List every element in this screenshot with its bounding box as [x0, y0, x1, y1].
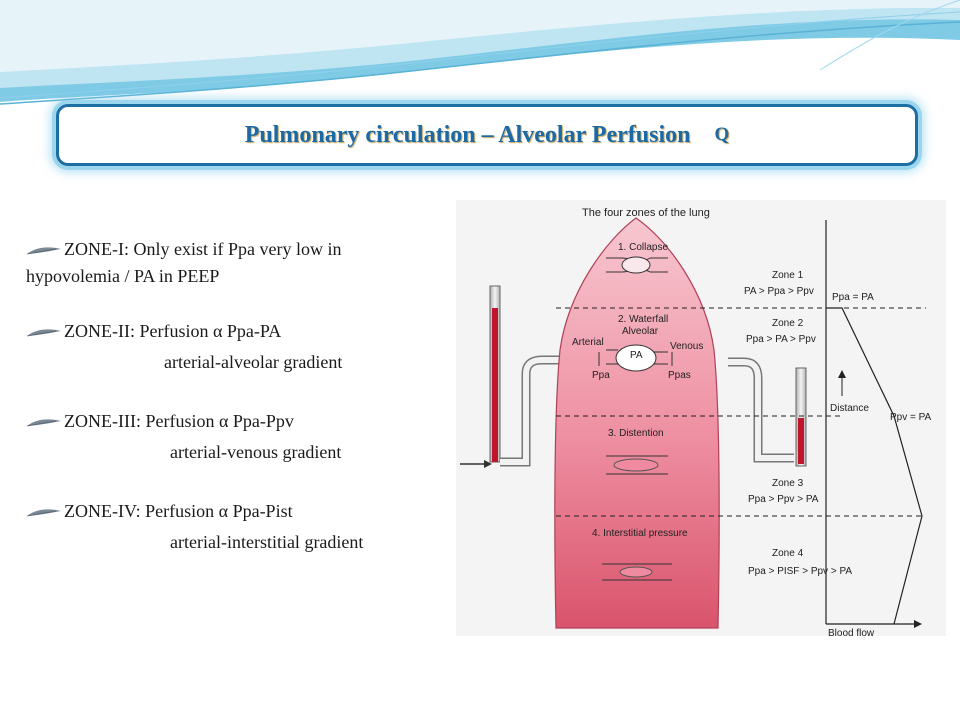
zone-4-item: ZONE-IV: Perfusion α Ppa-Pist	[26, 498, 456, 525]
zone-1-label: Zone 1	[772, 270, 804, 281]
distance-arrow	[838, 370, 846, 396]
zone-2-line1: ZONE-II: Perfusion α Ppa-PA	[64, 321, 282, 341]
collapse-label: 1. Collapse	[618, 242, 668, 253]
zone-3-line1: ZONE-III: Perfusion α Ppa-Ppv	[64, 411, 294, 431]
blood-flow-axis	[825, 220, 922, 628]
zone-1-line2: hypovolemia / PA in PEEP	[26, 266, 220, 286]
zone-1-line1: ZONE-I: Only exist if Ppa very low in	[64, 239, 342, 259]
feather-bullet-icon	[26, 247, 61, 255]
ppv-eq-label: Ppv = PA	[890, 412, 932, 423]
right-manometer	[728, 357, 807, 467]
zone-3-label: Zone 3	[772, 478, 804, 489]
blood-flow-label: Blood flow	[828, 628, 875, 636]
zone-2-label: Zone 2	[772, 318, 804, 329]
diagram-heading: The four zones of the lung	[582, 207, 710, 219]
zone-4-line2: arterial-interstitial gradient	[170, 532, 364, 552]
zone-4-label: Zone 4	[772, 548, 804, 559]
zone-4-line1: ZONE-IV: Perfusion α Ppa-Pist	[64, 501, 293, 521]
vessel-interstitial	[602, 563, 672, 581]
alveolar-label: Alveolar	[622, 326, 659, 337]
zone-2-line2: arterial-alveolar gradient	[164, 352, 343, 372]
zone-3-relation: Ppa > Ppv > PA	[748, 494, 819, 505]
zone-3-line2: arterial-venous gradient	[170, 442, 342, 462]
waterfall-label: 2. Waterfall	[618, 314, 668, 325]
zone-4-relation: Ppa > PISF > Ppv > PA	[748, 566, 852, 577]
pa-label: PA	[630, 350, 643, 361]
lung-zones-diagram: The four zones of the lung	[456, 200, 946, 636]
inflow-arrow	[460, 460, 492, 468]
left-manometer	[489, 285, 560, 467]
feather-bullet-icon	[26, 329, 61, 337]
interstitial-label: 4. Interstitial pressure	[592, 528, 688, 539]
zone-1-relation: PA > Ppa > Ppv	[744, 286, 814, 297]
title-main: Pulmonary circulation – Alveolar Perfusi…	[244, 121, 691, 148]
feather-bullet-icon	[26, 419, 61, 427]
lung-shape	[554, 217, 720, 629]
distention-label: 3. Distention	[608, 428, 664, 439]
title-suffix: Q	[714, 124, 730, 145]
distance-label: Distance	[830, 403, 869, 414]
ppa-label: Ppa	[592, 370, 610, 381]
zone-boundaries	[556, 307, 926, 517]
ppa-eq-label: Ppa = PA	[832, 292, 874, 303]
ppas-label: Ppas	[668, 370, 691, 381]
vessel-waterfall	[598, 344, 673, 372]
zone-2-relation: Ppa > PA > Ppv	[746, 334, 816, 345]
flow-curve	[826, 307, 923, 625]
title-box: Pulmonary circulation – Alveolar Perfusi…	[56, 104, 918, 166]
zone-1-item: ZONE-I: Only exist if Ppa very low in hy…	[26, 236, 456, 290]
zone-2-item: ZONE-II: Perfusion α Ppa-PA	[26, 318, 456, 345]
arterial-label: Arterial	[572, 337, 604, 348]
header-wave-decoration	[0, 0, 960, 105]
zone-3-item: ZONE-III: Perfusion α Ppa-Ppv	[26, 408, 456, 435]
feather-bullet-icon	[26, 509, 61, 517]
vessel-distention	[606, 455, 668, 475]
venous-label: Venous	[670, 341, 703, 352]
slide-title: Pulmonary circulation – Alveolar Perfusi…	[59, 107, 915, 163]
vessel-collapse	[606, 256, 668, 274]
